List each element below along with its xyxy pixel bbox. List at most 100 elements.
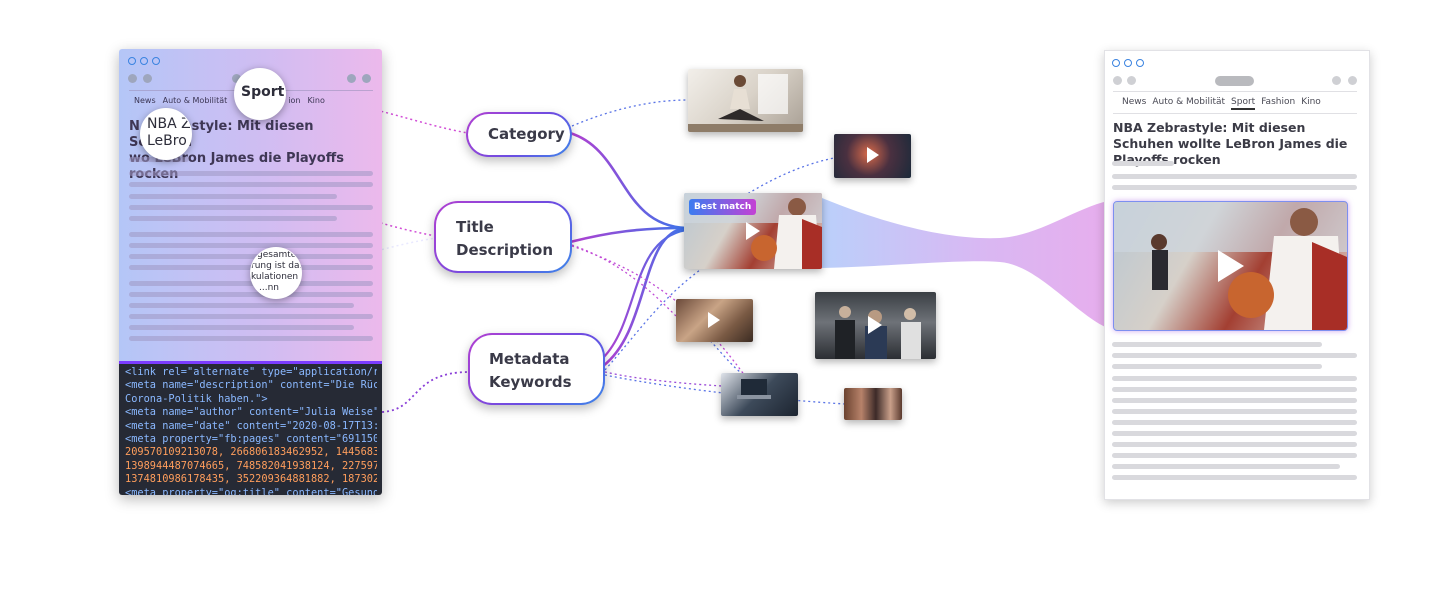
nav-item: Auto & Mobilität: [162, 96, 228, 105]
result-article-panel: News Auto & Mobilität Sport Fashion Kino…: [1104, 50, 1370, 500]
text-bar: [1112, 174, 1357, 179]
code-line: 137481098617843​5, 352209364881882, 1873…: [125, 473, 377, 486]
magnified-text: NBA Z: [147, 116, 191, 132]
text-bar: [1112, 464, 1340, 469]
toolbar-dot: [1127, 76, 1136, 85]
code-line: <meta name="date" content="2020-08-17T13…: [125, 419, 377, 432]
toolbar-dot: [143, 74, 152, 83]
text-bar: [1112, 431, 1357, 436]
play-icon: [868, 316, 882, 334]
nav-item: Kino: [307, 96, 325, 105]
press-thumbnail[interactable]: [815, 292, 936, 359]
magnified-text: kulationen: [251, 272, 299, 282]
metadata-keywords-node: Metadata Keywords: [468, 333, 605, 405]
html-source-code: <link rel="alternate" type="application/…: [119, 361, 382, 495]
yoga-figure: [688, 74, 803, 132]
window-dot: [140, 57, 148, 65]
text-bar: [1112, 364, 1322, 369]
toolbar-dot: [128, 74, 137, 83]
text-bar: [129, 157, 189, 162]
window-dot: [1124, 59, 1132, 67]
title-description-node: Title Description: [434, 201, 572, 273]
nav-item: News: [134, 96, 156, 105]
node-label: Metadata: [489, 350, 570, 368]
text-bar: [129, 243, 373, 248]
text-bar: [1112, 161, 1174, 166]
laptop-scene: [737, 379, 771, 399]
nav-item-fashion[interactable]: Fashion: [1261, 97, 1296, 107]
node-label: Keywords: [489, 373, 572, 391]
text-bar: [129, 171, 373, 176]
text-bar: [1112, 342, 1322, 347]
text-bar: [129, 325, 354, 330]
code-line: <meta name="author" content="Julia Weise…: [125, 406, 377, 419]
code-line: <meta property="og:title" content="Gesun…: [125, 486, 377, 495]
toolbar-dot: [1348, 76, 1357, 85]
text-bar: [129, 292, 373, 297]
window-dot: [128, 57, 136, 65]
play-icon: [746, 222, 760, 240]
play-icon: [708, 312, 720, 328]
text-bar: [129, 205, 373, 210]
window-controls: [128, 57, 160, 65]
text-bar: [129, 336, 373, 341]
text-bar: [1112, 475, 1357, 480]
article-nav: News Auto & Mobilität ion Kino: [134, 96, 325, 105]
nav-item-auto[interactable]: Auto & Mobilität: [1152, 97, 1226, 107]
text-bar: [1112, 387, 1357, 392]
toolbar-dot: [232, 74, 241, 83]
code-line: <link rel="alternate" type="application/…: [125, 366, 377, 378]
text-bar: [129, 303, 354, 308]
magnified-text: gesamte: [257, 250, 297, 260]
node-label: Description: [456, 241, 554, 259]
window-controls: [1112, 59, 1144, 67]
sport-magnifier: Sport: [234, 68, 286, 120]
acrobat-thumbnail[interactable]: [834, 134, 911, 178]
text-bar: [1112, 409, 1357, 414]
text-bar: [1112, 353, 1357, 358]
text-bar: [1112, 398, 1357, 403]
article-nav: News Auto & Mobilität Sport Fashion Kino: [1122, 97, 1321, 110]
basketball-scene: [1114, 202, 1347, 330]
text-bar: [129, 194, 337, 199]
text-bar: [129, 281, 373, 286]
play-icon: [867, 147, 879, 163]
code-line: 209570109213078, 266806183462952, 144568…: [125, 446, 377, 459]
code-line: Corona-Politik haben.">: [125, 392, 268, 405]
code-line: <meta property="fb:pages" content="69115…: [125, 433, 377, 446]
food-thumbnail[interactable]: [676, 299, 753, 342]
fashion-thumbnail[interactable]: [844, 388, 902, 420]
nav-item-sport[interactable]: Sport: [1231, 97, 1256, 110]
magnified-text: Sport: [241, 84, 285, 100]
toolbar-dot: [362, 74, 371, 83]
text-bar: [129, 232, 373, 237]
text-bar: [129, 254, 373, 259]
magnified-text: LeBro: [147, 133, 187, 149]
best-match-funnel: [822, 198, 1113, 330]
nav-divider: [1113, 113, 1357, 114]
description-magnifier: gesamte rung ist das kulationen ...nn: [250, 247, 302, 299]
text-bar: [1112, 453, 1357, 458]
best-match-badge: Best match: [689, 199, 757, 215]
text-bar: [129, 182, 373, 187]
toolbar-dot: [347, 74, 356, 83]
text-bar: [1112, 442, 1357, 447]
play-icon: [1218, 250, 1244, 282]
text-bar: [1112, 376, 1357, 381]
window-dot: [1136, 59, 1144, 67]
address-bar[interactable]: [1215, 76, 1254, 86]
text-bar: [129, 216, 337, 221]
laptop-thumbnail[interactable]: [721, 373, 798, 416]
nav-item-news[interactable]: News: [1122, 97, 1147, 107]
nav-item: ion: [288, 96, 301, 105]
window-dot: [152, 57, 160, 65]
yoga-thumbnail[interactable]: [688, 69, 803, 132]
code-line: <meta name="description" content="Die Rü…: [125, 379, 377, 392]
text-bar: [1112, 185, 1357, 190]
nav-item-kino[interactable]: Kino: [1301, 97, 1321, 107]
title-magnifier: NBA Z LeBro: [140, 108, 192, 160]
text-bar: [1112, 420, 1357, 425]
embedded-video[interactable]: [1113, 201, 1348, 331]
code-line: 1398944487074665, 748582041938124, 22759…: [125, 459, 377, 472]
node-label: Category: [488, 125, 565, 143]
